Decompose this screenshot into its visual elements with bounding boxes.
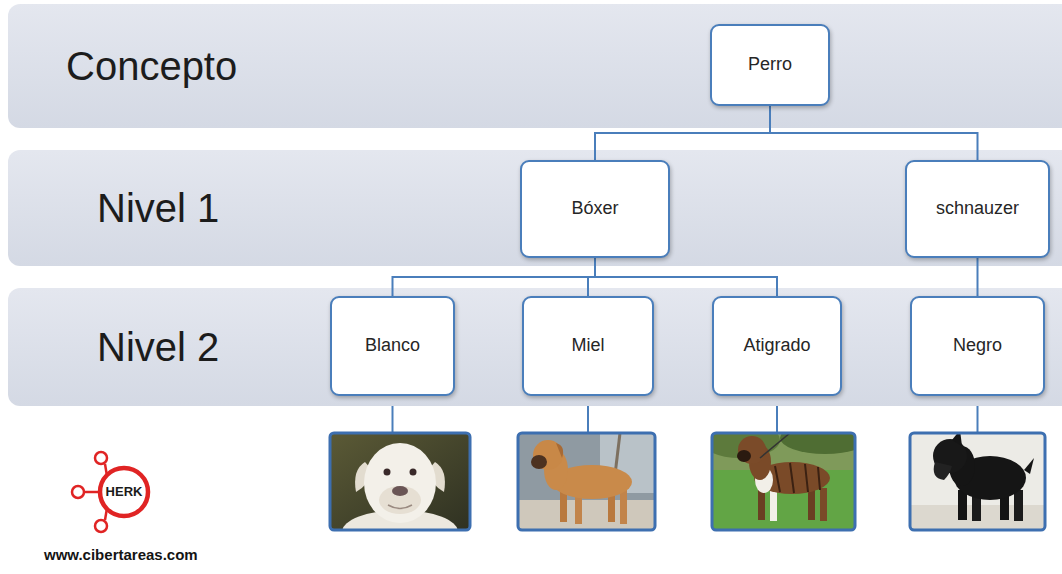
white-boxer-photo-part-part — [388, 505, 412, 509]
herk-logo-part — [100, 468, 148, 516]
herk-logo — [72, 452, 148, 532]
honey-boxer-photo-part — [518, 433, 655, 530]
white-boxer-photo-part-part — [379, 486, 421, 514]
black-schnauzer-photo — [910, 430, 1045, 530]
black-schnauzer-photo-part-part — [934, 462, 952, 480]
box-label: Miel — [571, 335, 604, 357]
concept-box: Negro — [910, 296, 1045, 396]
box-label: schnauzer — [936, 198, 1019, 220]
box-label: Negro — [953, 335, 1002, 357]
website-url: www.cibertareas.com — [44, 546, 244, 563]
black-schnauzer-photo-part-part — [1014, 490, 1023, 521]
box-label: Blanco — [365, 335, 420, 357]
concept-box: Bóxer — [520, 160, 670, 258]
brindle-boxer-photo-part-part — [808, 488, 815, 520]
white-boxer-photo-part — [330, 433, 470, 530]
honey-boxer-photo — [518, 433, 655, 530]
box-label: Perro — [748, 54, 792, 76]
level-label: Nivel 2 — [97, 325, 219, 369]
white-boxer-photo-part-part — [384, 469, 391, 476]
logo-text: HERK — [100, 484, 148, 499]
white-boxer-photo-part-part — [392, 486, 408, 496]
brindle-boxer-photo-part — [712, 433, 855, 530]
herk-logo-part — [95, 452, 107, 464]
black-schnauzer-photo-part — [910, 433, 1045, 530]
brindle-boxer-photo-part — [712, 433, 855, 530]
concept-box: Blanco — [330, 296, 455, 396]
level-band: Nivel 1 Bóxer schnauzer — [8, 150, 1062, 266]
honey-boxer-photo-part-part — [531, 455, 547, 469]
brindle-boxer-photo-part-part — [770, 488, 777, 521]
herk-logo-part — [95, 520, 107, 532]
brindle-boxer-photo-part-part — [820, 488, 827, 521]
black-schnauzer-photo-part — [910, 433, 1045, 530]
concept-box: Atigrado — [712, 296, 842, 396]
black-schnauzer-photo-part-part — [1024, 458, 1034, 474]
herk-logo-part — [72, 486, 84, 498]
concept-box: Miel — [522, 296, 654, 396]
level-band: Nivel 2 Blanco Miel Atigrado Negro — [8, 288, 1062, 406]
brindle-boxer-photo-part-part — [775, 463, 820, 493]
black-schnauzer-photo-part-part — [910, 433, 1045, 530]
level-band: Concepto Perro — [8, 4, 1062, 128]
honey-boxer-photo-part-part — [620, 490, 627, 524]
box-label: Atigrado — [743, 335, 810, 357]
brindle-boxer-photo — [700, 422, 870, 530]
brindle-boxer-photo-part-part — [780, 433, 855, 454]
white-boxer-photo-part-part — [364, 443, 436, 523]
concept-box: schnauzer — [905, 160, 1050, 258]
level-label: Concepto — [66, 44, 237, 88]
white-boxer-photo-part-part — [410, 469, 417, 476]
box-label: Bóxer — [571, 198, 618, 220]
honey-boxer-photo-part-part — [518, 433, 655, 530]
brindle-boxer-photo-part-part — [738, 436, 766, 464]
white-boxer-photo — [330, 433, 470, 554]
brindle-boxer-photo-part-part — [737, 450, 751, 462]
white-boxer-photo-part-part — [330, 433, 470, 530]
honey-boxer-photo-part-part — [556, 443, 563, 458]
brindle-boxer-photo-part-part — [760, 433, 790, 458]
black-schnauzer-photo-part-part — [958, 490, 967, 520]
level-label: Nivel 1 — [97, 186, 219, 230]
honey-boxer-photo-part — [518, 433, 655, 530]
white-boxer-photo-part — [330, 433, 470, 530]
concept-box: Perro — [710, 24, 830, 106]
black-schnauzer-photo-part-part — [952, 433, 962, 446]
herk-logo-part — [84, 491, 99, 494]
honey-boxer-photo-part-part — [518, 500, 655, 530]
